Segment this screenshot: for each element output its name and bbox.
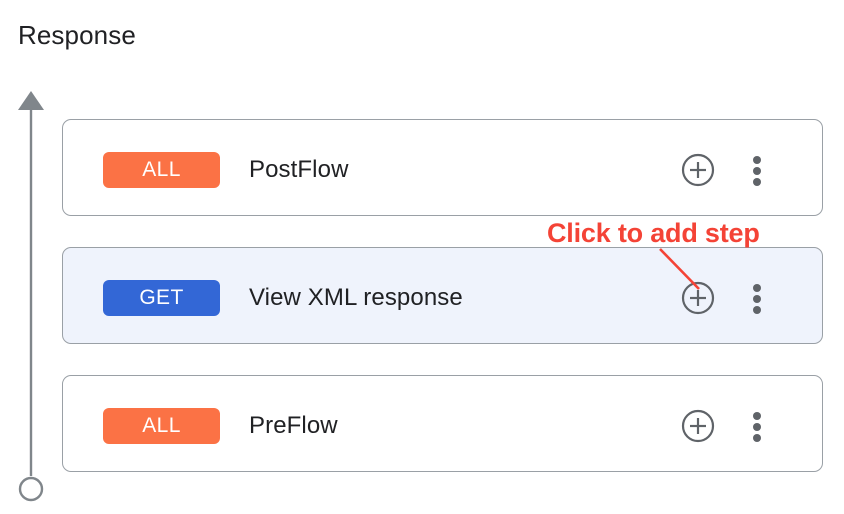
step-card-preflow[interactable]: ALL PreFlow (62, 375, 823, 472)
flow-direction-axis (18, 91, 44, 502)
kebab-dot (753, 306, 761, 314)
circle-endpoint-icon (18, 476, 44, 502)
kebab-dot (753, 167, 761, 175)
kebab-dot (753, 412, 761, 420)
kebab-dot (753, 423, 761, 431)
step-row: ALL PostFlow (63, 120, 822, 215)
kebab-menu-button[interactable] (745, 410, 769, 442)
step-label: PreFlow (249, 412, 338, 439)
kebab-dot (753, 284, 761, 292)
step-card-view-xml-response[interactable]: GET View XML response (62, 247, 823, 344)
kebab-menu-button[interactable] (745, 282, 769, 314)
kebab-dot (753, 178, 761, 186)
annotation-label: Click to add step (547, 218, 760, 248)
step-row: ALL PreFlow (63, 376, 822, 471)
add-step-button[interactable] (681, 409, 715, 443)
step-card-postflow[interactable]: ALL PostFlow (62, 119, 823, 216)
add-step-button[interactable] (681, 153, 715, 187)
arrow-up-icon (18, 91, 44, 476)
add-step-button[interactable] (681, 281, 715, 315)
verb-badge-all: ALL (103, 408, 220, 444)
page-title: Response (18, 20, 136, 50)
step-label: PostFlow (249, 156, 349, 183)
step-label: View XML response (249, 284, 463, 311)
kebab-menu-button[interactable] (745, 154, 769, 186)
verb-badge-get: GET (103, 280, 220, 316)
kebab-dot (753, 434, 761, 442)
kebab-dot (753, 156, 761, 164)
verb-badge-all: ALL (103, 152, 220, 188)
step-row: GET View XML response (63, 248, 822, 343)
kebab-dot (753, 295, 761, 303)
